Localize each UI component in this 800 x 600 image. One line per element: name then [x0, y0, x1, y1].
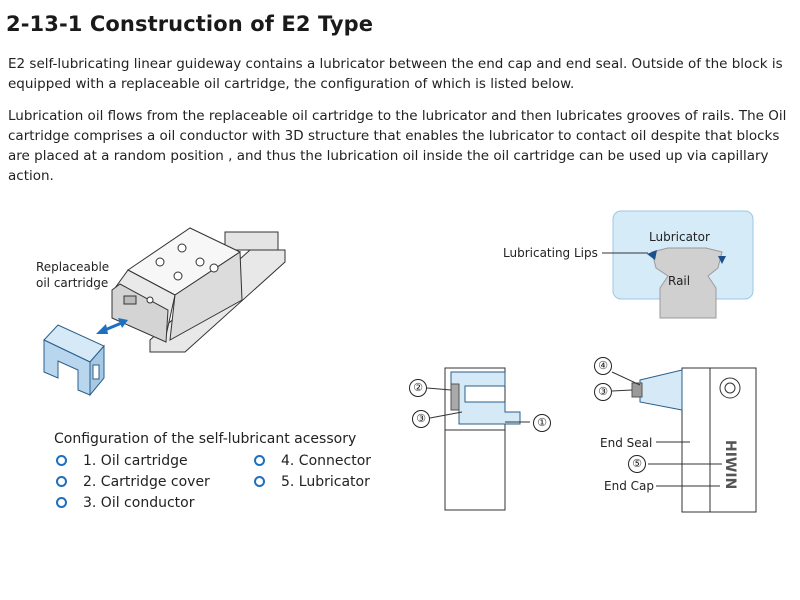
callout-5: ⑤ [628, 455, 646, 473]
label-replaceable: Replaceable [36, 260, 110, 274]
label-lubricator: Lubricator [649, 230, 710, 244]
label-end-seal: End Seal [600, 436, 653, 450]
oil-cartridge-illustration [43, 324, 105, 397]
insert-arrow-icon [96, 318, 128, 334]
end-view-illustration [611, 367, 757, 513]
configuration-item: 4. Connector [254, 453, 371, 469]
configuration-item: 3. Oil conductor [56, 495, 194, 511]
page-title: 2-13-1 Construction of E2 Type [6, 12, 374, 36]
callout-3: ③ [412, 410, 430, 428]
bullet-icon [254, 475, 265, 487]
linear-guideway-illustration [111, 227, 286, 353]
configuration-item: 1. Oil cartridge [56, 453, 188, 469]
bullet-icon [56, 454, 67, 466]
bullet-icon [56, 475, 67, 487]
callout-4: ④ [594, 357, 612, 375]
configuration-title: Configuration of the self-lubricant aces… [54, 431, 357, 447]
configuration-item: 2. Cartridge cover [56, 474, 210, 490]
lubrication-paragraph: Lubrication oil flows from the replaceab… [8, 108, 787, 184]
label-lubricating-lips: Lubricating Lips [503, 246, 598, 260]
label-end-cap: End Cap [604, 479, 654, 493]
bullet-icon [56, 496, 67, 508]
configuration-item: 5. Lubricator [254, 474, 370, 490]
lubricator-section-illustration [602, 210, 754, 319]
intro-paragraph: E2 self-lubricating linear guideway cont… [8, 56, 783, 92]
bullet-icon [254, 454, 265, 466]
callout-1: ① [533, 414, 551, 432]
cartridge-section-illustration [426, 367, 530, 511]
label-rail: Rail [668, 274, 691, 288]
callout-2: ② [409, 379, 427, 397]
label-oil-cartridge: oil cartridge [36, 276, 109, 290]
brand-watermark: HIWIN [722, 440, 738, 489]
callout-3-right: ③ [594, 383, 612, 401]
